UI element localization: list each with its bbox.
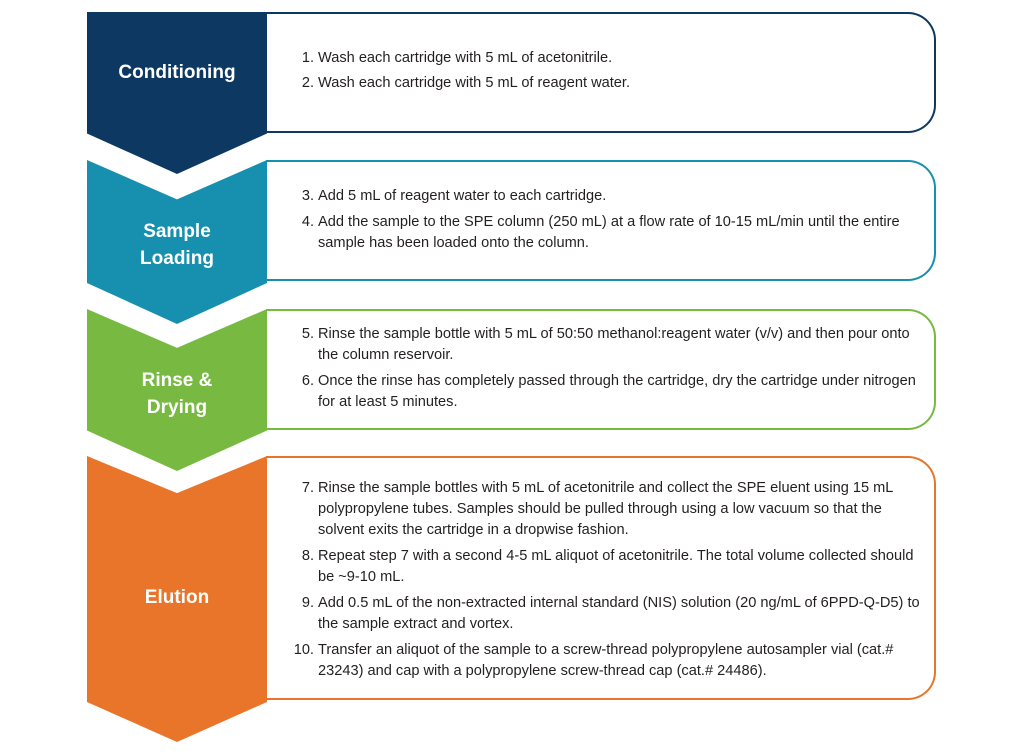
step-text: Wash each cartridge with 5 mL of reagent… <box>318 75 631 91</box>
step-number: 9. <box>301 595 314 611</box>
list-item: 6. Once the rinse has completely passed … <box>292 371 922 413</box>
step-text: Rinse the sample bottle with 5 mL of 50:… <box>318 326 910 363</box>
list-item: 5. Rinse the sample bottle with 5 mL of … <box>292 324 922 366</box>
step-text: Rinse the sample bottles with 5 mL of ac… <box>318 480 893 538</box>
step-number: 10. <box>293 642 314 658</box>
stage-chevron-rinse-drying: Rinse & Drying <box>87 309 267 471</box>
step-list-sample-loading: 3. Add 5 mL of reagent water to each car… <box>292 186 922 254</box>
step-text: Transfer an aliquot of the sample to a s… <box>318 642 894 679</box>
stage-label-line: Elution <box>144 586 210 608</box>
stage-box-conditioning <box>266 12 936 133</box>
list-item: 1. Wash each cartridge with 5 mL of acet… <box>292 48 922 69</box>
stage-label-line: Drying <box>146 397 208 418</box>
step-number: 3. <box>301 188 314 204</box>
stage-chevron-conditioning: Conditioning <box>87 12 267 174</box>
step-text: Repeat step 7 with a second 4-5 mL aliqu… <box>318 548 914 585</box>
step-text: Wash each cartridge with 5 mL of acetoni… <box>318 50 613 66</box>
step-number: 6. <box>301 373 314 389</box>
list-item: 7. Rinse the sample bottles with 5 mL of… <box>292 478 922 541</box>
stage-box-elution <box>266 456 936 700</box>
step-text: Add 0.5 mL of the non-extracted internal… <box>318 595 920 632</box>
stage-box-sample-loading <box>266 160 936 281</box>
step-list-conditioning: 1. Wash each cartridge with 5 mL of acet… <box>292 48 922 94</box>
step-text: Add the sample to the SPE column (250 mL… <box>318 214 900 251</box>
list-item: 2. Wash each cartridge with 5 mL of reag… <box>292 73 922 94</box>
stage-label-line: Sample <box>143 221 211 242</box>
step-number: 8. <box>301 548 314 564</box>
list-item: 9. Add 0.5 mL of the non-extracted inter… <box>292 593 922 635</box>
stage-chevron-elution: Elution <box>87 456 267 742</box>
stage-label-line: Loading <box>140 248 214 269</box>
step-number: 1. <box>301 50 314 66</box>
step-list-elution: 7. Rinse the sample bottles with 5 mL of… <box>292 478 922 682</box>
step-text: Add 5 mL of reagent water to each cartri… <box>318 188 607 204</box>
list-item: 4. Add the sample to the SPE column (250… <box>292 212 922 254</box>
step-list-rinse-drying: 5. Rinse the sample bottle with 5 mL of … <box>292 324 922 413</box>
list-item: 8. Repeat step 7 with a second 4-5 mL al… <box>292 546 922 588</box>
stage-label-line: Rinse & <box>141 370 213 391</box>
step-number: 4. <box>301 214 314 230</box>
list-item: 3. Add 5 mL of reagent water to each car… <box>292 186 922 207</box>
stage-label-line: Conditioning <box>118 62 236 83</box>
step-number: 2. <box>301 75 314 91</box>
stage-chevron-sample-loading: Sample Loading <box>87 160 267 324</box>
step-number: 5. <box>301 326 314 342</box>
list-item: 10. Transfer an aliquot of the sample to… <box>292 640 922 682</box>
step-text: Once the rinse has completely passed thr… <box>318 373 916 410</box>
stage-box-rinse-drying <box>266 309 936 430</box>
step-number: 7. <box>301 480 314 496</box>
